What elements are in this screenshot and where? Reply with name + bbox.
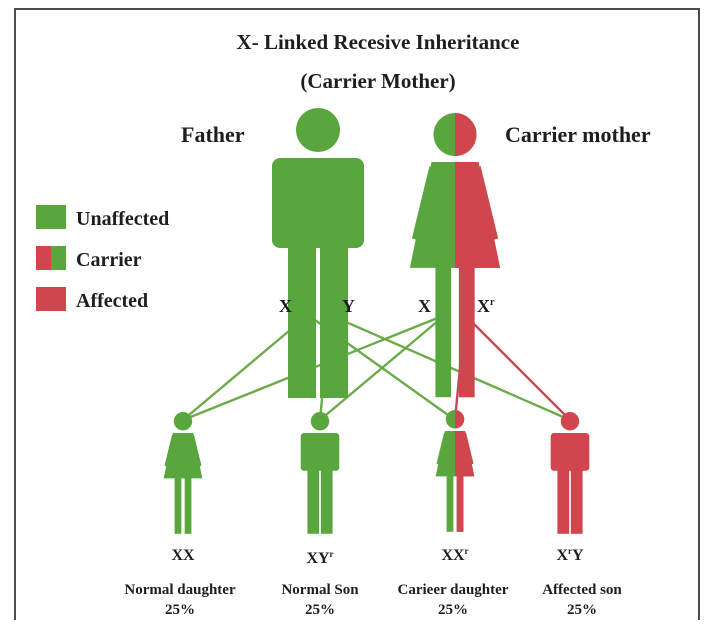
figure-head — [455, 113, 477, 157]
diagram-title: X- Linked Recesive Inheritance — [237, 30, 520, 54]
figure-body-part — [458, 260, 475, 398]
figure-head — [560, 412, 580, 431]
figure-body-part — [411, 165, 436, 241]
figure-body-part — [455, 431, 475, 477]
figure-body-part — [435, 260, 452, 398]
figure-head — [173, 412, 193, 431]
figure-body-part — [174, 475, 182, 534]
legend-swatch-unaffected — [36, 205, 66, 229]
figure-body-part — [570, 466, 583, 534]
child-figure-normal-son — [300, 412, 340, 534]
mother-label: Carrier mother — [505, 122, 651, 147]
figure-body-part — [446, 473, 454, 532]
child-figure-normal-daughter — [163, 412, 203, 534]
figure-head — [296, 108, 340, 152]
diagram-subtitle: (Carrier Mother) — [300, 69, 455, 93]
figure-body-part — [320, 238, 348, 398]
child-figure-carrier-daughter — [435, 410, 475, 532]
child-label-0: Normal daughter — [124, 582, 236, 598]
figure-body-part — [307, 466, 320, 534]
figure-head — [455, 410, 465, 429]
figure-body-part — [191, 434, 202, 467]
figure-body-part — [455, 162, 501, 268]
legend: Unaffected Carrier Affected — [36, 205, 169, 312]
father-gamete-x: X — [279, 296, 292, 316]
child-percent-3: 25% — [567, 602, 597, 618]
child-genotype-3: XrY — [556, 546, 584, 564]
child-label-3: Affected son — [542, 582, 622, 598]
figure-body-part — [184, 475, 192, 534]
figure-body-part — [456, 473, 464, 532]
figure-body-part — [436, 432, 447, 465]
child-figure-affected-son — [550, 412, 590, 534]
cross-line — [319, 314, 446, 421]
legend-label-carrier: Carrier — [76, 249, 142, 271]
father-figure — [272, 108, 364, 398]
figure-body-part — [320, 466, 333, 534]
child-percent-2: 25% — [438, 602, 468, 618]
child-percent-0: 25% — [165, 602, 195, 618]
cross-lines — [182, 313, 571, 422]
child-genotype-1: XYr — [306, 549, 333, 567]
figure-body-part — [474, 165, 499, 241]
legend-label-unaffected: Unaffected — [76, 208, 169, 230]
legend-swatch-affected — [36, 287, 66, 311]
child-label-2: Carieer daughter — [398, 582, 509, 598]
cross-line — [182, 314, 309, 421]
father-gamete-y: Y — [342, 296, 355, 316]
child-genotype-2: XXr — [441, 546, 468, 564]
mother-gamete-xr: Xr — [477, 296, 495, 316]
child-label-1: Normal Son — [281, 582, 359, 598]
diagram-frame — [14, 8, 700, 620]
figure-body-part — [288, 238, 316, 398]
figure-body-part — [163, 433, 203, 479]
child-genotype-0: XX — [171, 547, 195, 564]
mother-gamete-x: X — [418, 296, 431, 316]
child-percent-1: 25% — [305, 602, 335, 618]
figure-body-part — [164, 434, 175, 467]
cross-line — [464, 314, 571, 421]
figure-body-part — [272, 158, 364, 248]
legend-label-affected: Affected — [76, 290, 148, 312]
figure-body-part — [300, 433, 340, 471]
figure-head — [310, 412, 330, 431]
figure-body-part — [557, 466, 570, 534]
figure-body-part — [550, 433, 590, 471]
legend-swatch-carrier — [36, 246, 66, 270]
mother-figure — [409, 113, 501, 398]
figure-body-part — [463, 432, 474, 465]
father-label: Father — [181, 122, 245, 147]
